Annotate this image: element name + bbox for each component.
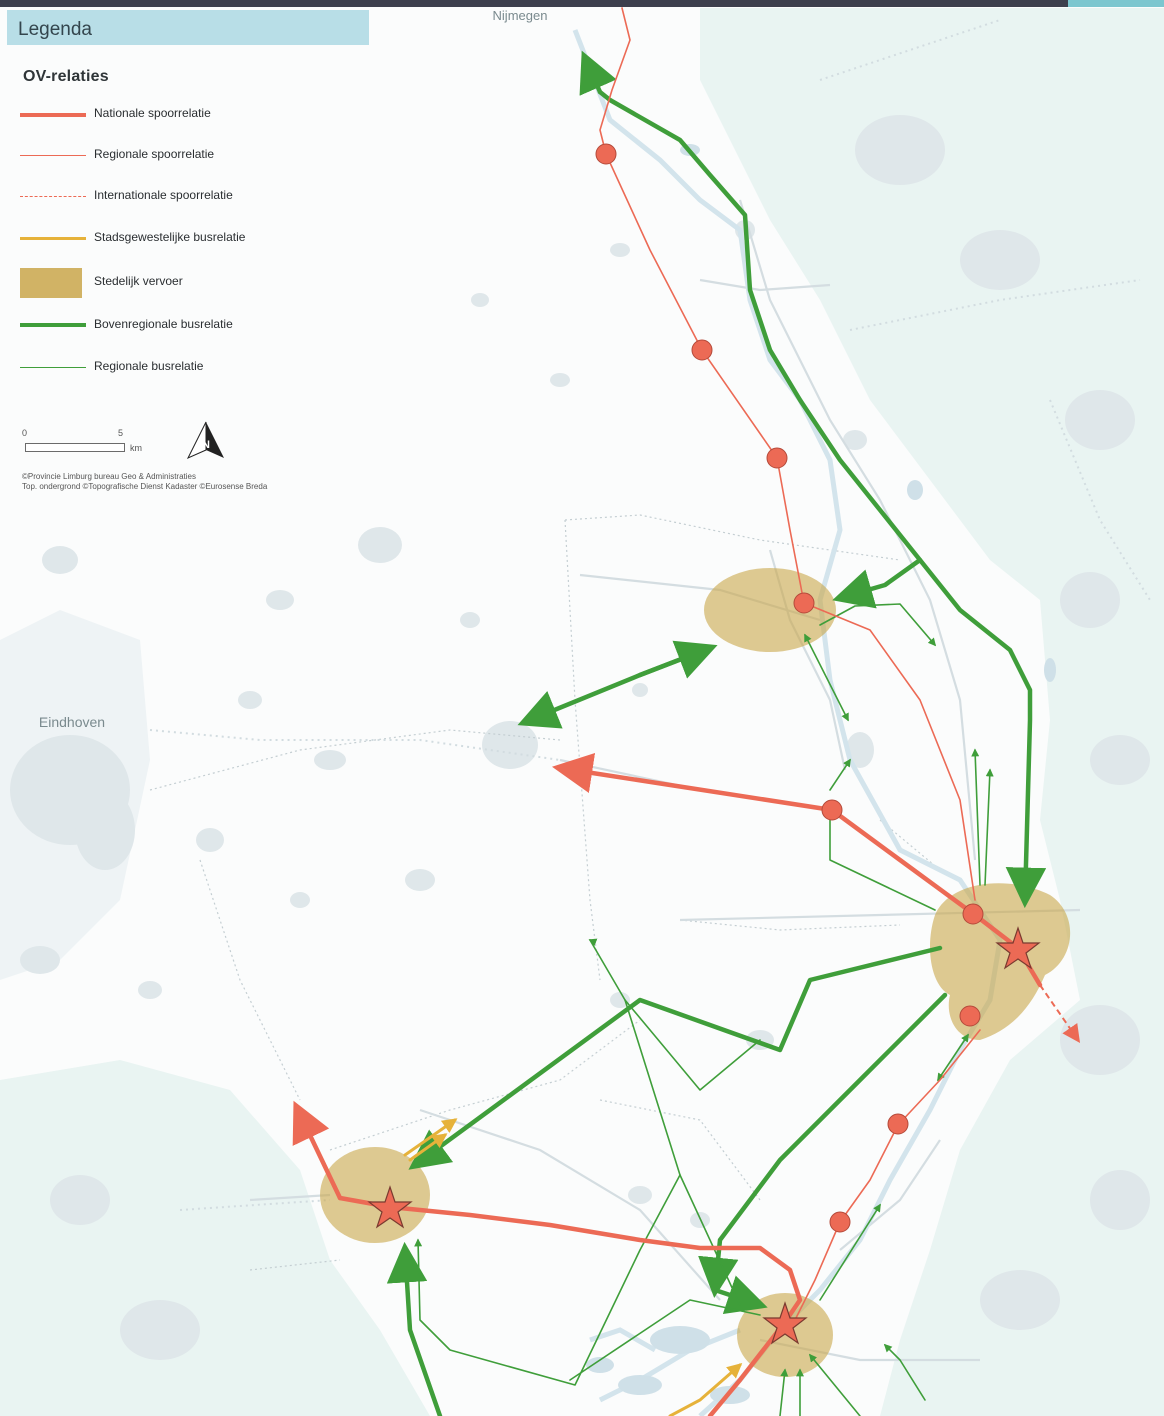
legend-label: Nationale spoorrelatie bbox=[94, 106, 211, 120]
legend-swatch bbox=[20, 237, 86, 240]
legend-swatch bbox=[20, 268, 82, 298]
credit-line-2: Top. ondergrond ©Topografische Dienst Ka… bbox=[22, 482, 268, 491]
place-label-nijmegen: Nijmegen bbox=[493, 8, 548, 23]
legend-section-heading: OV-relaties bbox=[23, 68, 109, 85]
boundaries bbox=[149, 514, 941, 1271]
neighbour-region-west bbox=[0, 610, 430, 1416]
star-icon bbox=[762, 1301, 808, 1345]
legend-label: Regionale busrelatie bbox=[94, 359, 204, 373]
neighbour-region-east bbox=[700, 8, 1164, 1416]
legend-item-internationale-spoorrelatie: Internationale spoorrelatie bbox=[18, 186, 348, 210]
legend-item-stadsgewestelijke-busrelatie: Stadsgewestelijke busrelatie bbox=[18, 228, 348, 252]
station-7 bbox=[959, 1005, 981, 1027]
station-6 bbox=[962, 903, 984, 925]
credits: ©Provincie Limburg bureau Geo & Administ… bbox=[22, 472, 267, 492]
scale-bar-graphic bbox=[25, 443, 125, 452]
regionale-spoorrelaties bbox=[599, 7, 981, 1321]
legend-item-regionale-busrelatie: Regionale busrelatie bbox=[18, 357, 348, 381]
scale-end-label: 5 bbox=[118, 428, 124, 438]
legend-swatch bbox=[20, 113, 86, 117]
legend-item-bovenregionale-busrelatie: Bovenregionale busrelatie bbox=[18, 315, 348, 339]
station-5 bbox=[821, 799, 843, 821]
scale-bar: 0 5 km bbox=[22, 424, 202, 460]
legend-swatch bbox=[20, 323, 86, 327]
top-bar bbox=[0, 0, 1164, 7]
legend-swatch bbox=[20, 196, 86, 197]
bovenregionale-busrelaties bbox=[386, 50, 1047, 1416]
legend-label: Internationale spoorrelatie bbox=[94, 188, 233, 202]
station-2 bbox=[691, 339, 713, 361]
place-label-eindhoven: Eindhoven bbox=[39, 714, 105, 730]
scale-start-label: 0 bbox=[22, 428, 28, 438]
legend-label: Stedelijk vervoer bbox=[94, 274, 183, 288]
settlements bbox=[10, 115, 1150, 1360]
legend-item-nationale-spoorrelatie: Nationale spoorrelatie bbox=[18, 104, 348, 128]
legend-header: Legenda bbox=[7, 10, 369, 45]
legend-label: Regionale spoorrelatie bbox=[94, 147, 215, 161]
station-3 bbox=[766, 447, 788, 469]
legend-item-stedelijk-vervoer: Stedelijk vervoer bbox=[18, 268, 348, 304]
scale-unit-label: km bbox=[130, 443, 142, 453]
legend-title: Legenda bbox=[18, 19, 92, 40]
regionale-busrelaties bbox=[414, 603, 994, 1416]
railway-tracks bbox=[149, 19, 1151, 1211]
internationale-spoorrelaties bbox=[1039, 984, 1081, 1043]
legend-label: Stadsgewestelijke busrelatie bbox=[94, 230, 246, 244]
stadsgewestelijke-busrelaties bbox=[403, 1118, 743, 1416]
svg-text:N: N bbox=[202, 439, 210, 451]
star-icon bbox=[995, 926, 1041, 970]
station-4 bbox=[793, 592, 815, 614]
north-arrow-icon: N bbox=[186, 421, 224, 460]
legend-item-regionale-spoorrelatie: Regionale spoorrelatie bbox=[18, 145, 348, 169]
legend-swatch bbox=[20, 155, 86, 156]
legend-label: Bovenregionale busrelatie bbox=[94, 317, 233, 331]
station-8 bbox=[887, 1113, 909, 1135]
credit-line-1: ©Provincie Limburg bureau Geo & Administ… bbox=[22, 472, 196, 481]
top-bar-accent bbox=[1068, 0, 1164, 7]
hubs bbox=[367, 926, 1041, 1345]
star-icon bbox=[367, 1185, 413, 1229]
legend-swatch bbox=[20, 367, 86, 368]
station-1 bbox=[595, 143, 617, 165]
station-9 bbox=[829, 1211, 851, 1233]
stations bbox=[595, 143, 984, 1233]
